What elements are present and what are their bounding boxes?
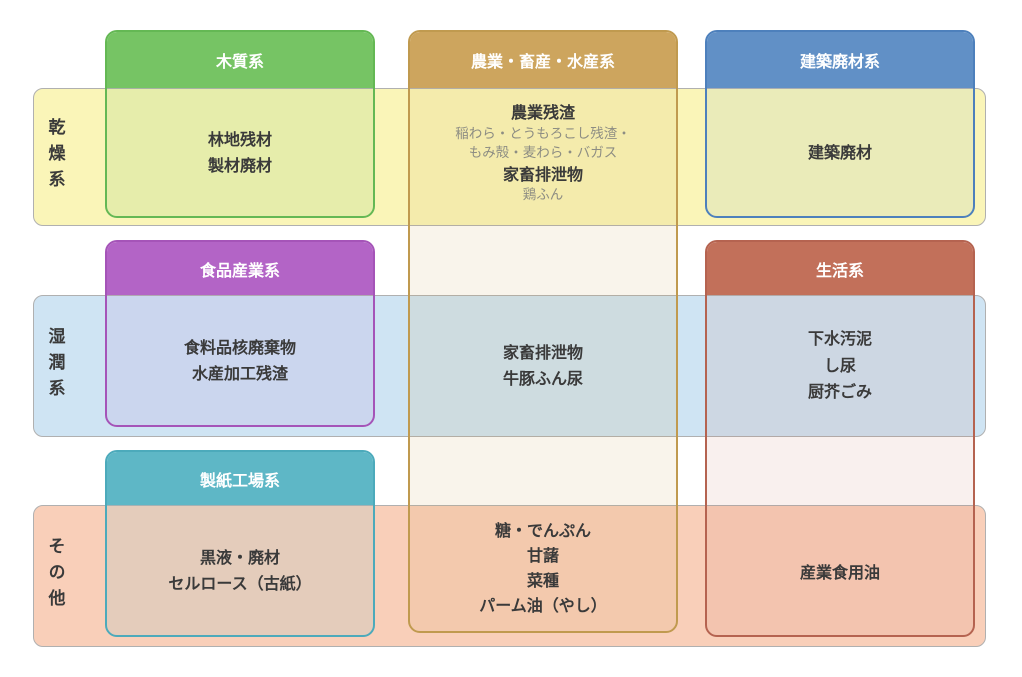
- row-band-wet: [33, 295, 986, 437]
- column-box-food-industry: 食品産業系: [105, 240, 375, 427]
- cell-food-industry-wet: 食料品核廃棄物 水産加工残渣: [105, 299, 375, 423]
- cell-agriculture-other: 糖・でんぷん 甘藷 菜種 パーム油（やし）: [408, 509, 678, 629]
- column-box-construction: 建築廃材系: [705, 30, 975, 218]
- cell-agriculture-dry: 農業残渣 稲わら・とうもろこし残渣・ もみ殻・麦わら・バガス 家畜排泄物 鶏ふん: [408, 90, 678, 218]
- cell-line: し尿: [823, 355, 856, 375]
- cell-line: 製材廃材: [207, 156, 272, 175]
- column-box-agriculture: 農業・畜産・水産系: [408, 30, 678, 633]
- row-label-dry: 乾燥系: [44, 118, 65, 196]
- cell-daily-life-other: 産業食用油: [705, 509, 975, 637]
- column-header-food-industry: 食品産業系: [107, 242, 373, 295]
- cell-construction-dry: 建築廃材: [705, 92, 975, 214]
- row-band-other: [33, 505, 986, 647]
- column-body-agriculture: [410, 88, 676, 631]
- cell-line: 厨芥ごみ: [807, 382, 872, 402]
- column-body-food-industry: [107, 295, 373, 425]
- cell-line: 糖・でんぷん: [494, 521, 591, 541]
- cell-line: 牛豚ふん尿: [502, 369, 583, 388]
- cell-line: 家畜排泄物: [502, 164, 583, 184]
- cell-subline: もみ殻・麦わら・バガス: [468, 145, 618, 162]
- column-header-paper-mill: 製紙工場系: [107, 452, 373, 505]
- column-header-construction: 建築廃材系: [707, 32, 973, 88]
- cell-line: 水産加工残渣: [191, 364, 288, 383]
- cell-line: 甘藷: [526, 546, 559, 566]
- column-box-daily-life: 生活系: [705, 240, 975, 637]
- cell-subline: 鶏ふん: [522, 187, 564, 204]
- row-band-dry: [33, 88, 986, 226]
- cell-wood-dry: 林地残材 製材廃材: [105, 92, 375, 214]
- column-body-construction: [707, 88, 973, 216]
- cell-line: 建築廃材: [807, 142, 872, 162]
- cell-subline: 稲わら・とうもろこし残渣・: [455, 125, 631, 142]
- column-body-daily-life: [707, 295, 973, 635]
- column-box-wood: 木質系: [105, 30, 375, 218]
- column-header-wood: 木質系: [107, 32, 373, 88]
- cell-line: 下水汚泥: [807, 329, 872, 349]
- column-header-daily-life: 生活系: [707, 242, 973, 295]
- column-box-paper-mill: 製紙工場系: [105, 450, 375, 637]
- row-label-wet: 湿潤系: [44, 327, 65, 405]
- cell-line: 産業食用油: [799, 562, 880, 582]
- column-body-paper-mill: [107, 505, 373, 635]
- cell-line: 農業残渣: [510, 103, 575, 123]
- cell-line: 林地残材: [207, 129, 272, 149]
- cell-line: 家畜排泄物: [502, 342, 583, 362]
- cell-line: パーム油（やし）: [479, 595, 607, 615]
- cell-paper-mill-other: 黒液・廃材 セルロース（古紙）: [105, 509, 375, 633]
- column-body-wood: [107, 88, 373, 216]
- cell-agriculture-wet: 家畜排泄物 牛豚ふん尿: [408, 299, 678, 433]
- cell-line: 食料品核廃棄物: [183, 337, 296, 357]
- column-header-agriculture: 農業・畜産・水産系: [410, 32, 676, 88]
- cell-line: 黒液・廃材: [199, 547, 280, 567]
- cell-line: セルロース（古紙）: [168, 574, 312, 593]
- row-label-other: その他: [44, 537, 65, 615]
- cell-line: 菜種: [526, 571, 559, 590]
- cell-daily-life-wet: 下水汚泥 し尿 厨芥ごみ: [705, 299, 975, 433]
